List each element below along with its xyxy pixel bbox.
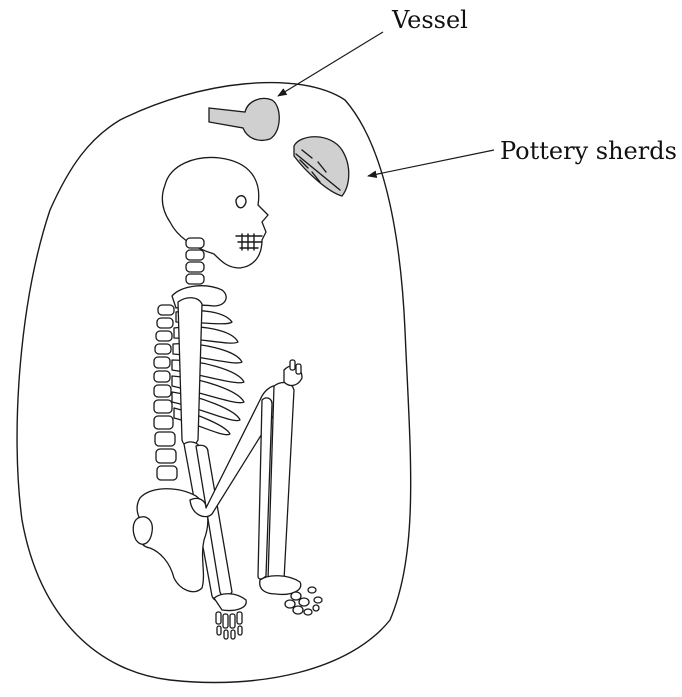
humerus <box>178 298 202 446</box>
vessel-label: Vessel <box>392 8 468 32</box>
skull <box>162 157 268 268</box>
foot <box>260 576 322 615</box>
pottery-sherds-artifact <box>294 137 349 196</box>
vessel-artifact <box>209 99 279 141</box>
lower-hand <box>214 594 246 639</box>
vessel-pointer-arrow <box>278 32 383 96</box>
sherds-pointer-arrow <box>368 150 494 176</box>
upper-hand <box>284 360 302 385</box>
cervical-vertebrae <box>186 238 204 284</box>
pottery-sherds-label: Pottery sherds <box>500 139 677 163</box>
sacrum <box>133 517 152 544</box>
